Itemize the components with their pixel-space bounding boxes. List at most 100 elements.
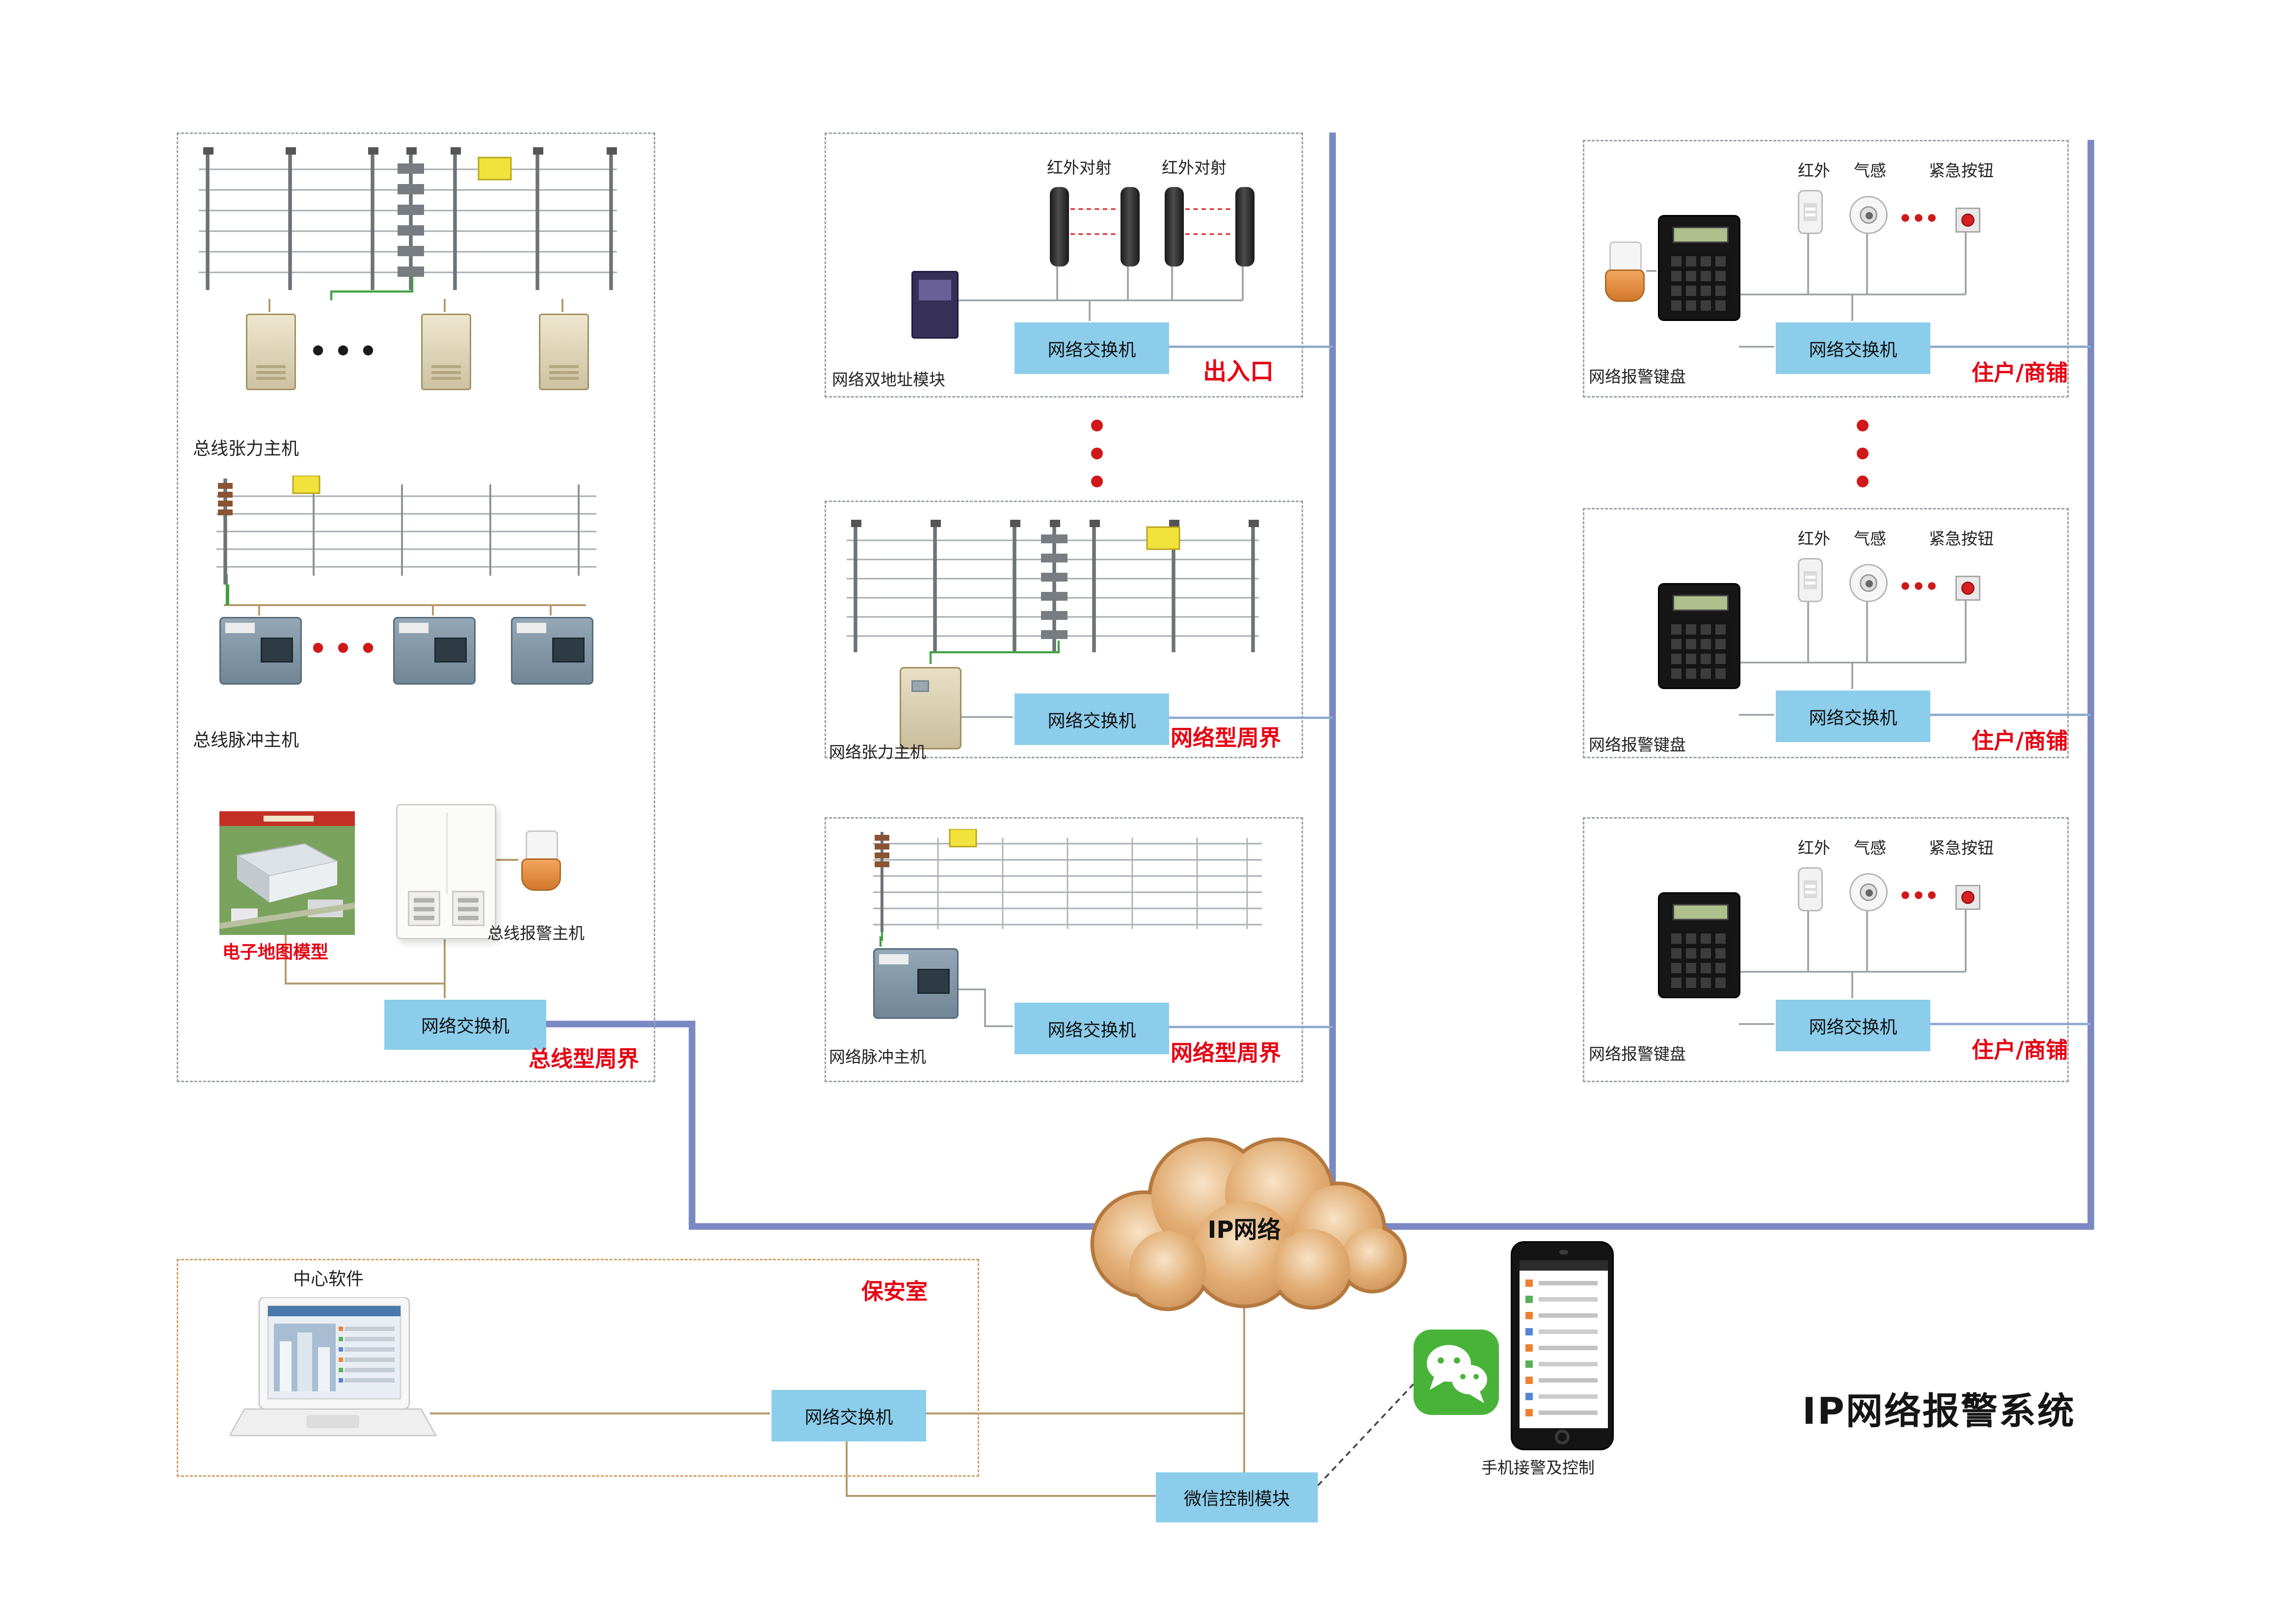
- net-tension-host-label: 网络张力主机: [829, 743, 926, 762]
- pir-sensor-icon: [1798, 867, 1823, 911]
- zone-label: 网络型周界: [1171, 1040, 1281, 1066]
- pir-sensor-icon: [1798, 558, 1823, 602]
- network-switch-label: 网络交换机: [804, 1407, 893, 1428]
- gas-label: 气感: [1854, 529, 1886, 548]
- warning-sign-icon: [949, 829, 977, 848]
- net-pulse-host-label: 网络脉冲主机: [829, 1047, 926, 1066]
- network-switch: 网络交换机: [1015, 322, 1169, 374]
- ir-beam-tower: [1050, 187, 1069, 266]
- network-switch: 网络交换机: [1776, 322, 1930, 374]
- pulse-host: [873, 948, 959, 1019]
- phone-caption: 手机接警及控制: [1481, 1458, 1595, 1477]
- warning-sign-icon: [1146, 526, 1180, 550]
- tension-controller: [246, 314, 296, 390]
- resident-zone-box: 红外 气感 紧急按钮 网络交换机 网络报警键盘 住户/商铺: [1583, 508, 2069, 758]
- keypad-label: 网络报警键盘: [1589, 1044, 1686, 1064]
- alarm-host-panel: [396, 804, 496, 939]
- tension-host: [900, 667, 961, 749]
- warning-sign-icon: [478, 157, 512, 181]
- ir-beam-tower: [1235, 187, 1255, 266]
- network-switch: 网络交换机: [772, 1390, 926, 1441]
- gas-detector-icon: [1849, 873, 1888, 911]
- ir-label: 红外: [1798, 529, 1830, 548]
- pir-sensor-icon: [1798, 190, 1823, 234]
- alarm-keypad: [1658, 583, 1740, 689]
- network-switch-label: 网络交换机: [1809, 340, 1897, 360]
- gas-detector-icon: [1849, 196, 1888, 234]
- resident-zone-box: 红外 气感 紧急按钮 网络交换机 网络报警键盘 住户/商铺: [1583, 817, 2069, 1082]
- ir-label: 红外: [1798, 838, 1830, 857]
- ir-beam-tower: [1165, 187, 1184, 266]
- bus-alarm-host-label: 总线报警主机: [487, 924, 585, 943]
- electric-fence-graphic: [847, 520, 1259, 664]
- pulse-host: [393, 617, 476, 685]
- bus-tension-host-label: 总线张力主机: [193, 439, 299, 459]
- dual-address-module: [911, 271, 959, 339]
- network-switch: 网络交换机: [1776, 1000, 1930, 1051]
- alarm-keypad: [1658, 215, 1740, 321]
- keypad-label: 网络报警键盘: [1589, 735, 1686, 754]
- bus-pulse-host-label: 总线脉冲主机: [193, 730, 299, 750]
- pulse-host: [511, 617, 593, 685]
- smartphone-screen: [1520, 1260, 1608, 1428]
- alarm-keypad: [1658, 892, 1740, 998]
- laptop: [230, 1297, 437, 1437]
- gas-label: 气感: [1854, 161, 1886, 180]
- wechat-icon: [1414, 1330, 1499, 1415]
- zone-label: 住户/商铺: [1972, 1037, 2068, 1063]
- network-switch-label: 网络交换机: [1809, 708, 1897, 728]
- network-switch: 网络交换机: [1015, 693, 1169, 745]
- ir-beam-label: 红外对射: [1162, 158, 1227, 177]
- map-model-label: 电子地图模型: [222, 942, 329, 962]
- ip-cloud: [1090, 1137, 1407, 1311]
- tension-controller: [539, 314, 589, 390]
- pulse-host: [219, 617, 302, 685]
- panic-label: 紧急按钮: [1929, 529, 1994, 548]
- zone-label: 住户/商铺: [1972, 360, 2068, 386]
- warning-sign-icon: [292, 476, 320, 494]
- entrance-zone-box: 红外对射 红外对射 网络交换机 网络双地址模块 出入口: [825, 133, 1303, 398]
- network-switch: 网络交换机: [384, 1000, 546, 1050]
- net-tension-zone-box: 网络张力主机 网络交换机 网络型周界: [825, 501, 1303, 762]
- dual-address-module-label: 网络双地址模块: [832, 370, 945, 389]
- ir-beam-tower: [1121, 187, 1140, 266]
- network-switch-label: 网络交换机: [1047, 711, 1136, 731]
- electric-fence-graphic: [199, 147, 617, 300]
- network-switch-label: 网络交换机: [1047, 1020, 1136, 1040]
- diagram-title: IP网络报警系统: [1802, 1389, 2076, 1433]
- ip-cloud-label: IP网络: [1207, 1216, 1281, 1244]
- tension-controller: [421, 314, 471, 390]
- network-switch: 网络交换机: [1776, 691, 1930, 742]
- gas-detector-icon: [1849, 564, 1888, 602]
- smartphone: [1511, 1241, 1614, 1450]
- siren-icon: [1603, 241, 1648, 303]
- panel-keypad: [452, 891, 484, 926]
- panic-button-icon: [1955, 885, 1980, 910]
- zone-label: 总线型周界: [529, 1046, 640, 1072]
- panic-label: 紧急按钮: [1929, 838, 1994, 857]
- panic-button-icon: [1955, 208, 1980, 233]
- siren-icon: [520, 830, 564, 892]
- panic-label: 紧急按钮: [1929, 161, 1994, 180]
- security-room-box: 中心软件 保安室 网络交换机: [177, 1259, 979, 1477]
- zone-label: 保安室: [861, 1278, 928, 1305]
- keypad-label: 网络报警键盘: [1589, 367, 1686, 386]
- panel-keypad: [408, 891, 440, 926]
- home-button-icon: [1555, 1430, 1570, 1444]
- resident-zone-box: 红外 气感 紧急按钮 网络交换机 网络报警键盘 住户/商铺: [1583, 140, 2069, 398]
- network-switch-label: 网络交换机: [1809, 1017, 1897, 1038]
- panic-button-icon: [1955, 576, 1980, 601]
- electric-fence-graphic: [216, 476, 596, 605]
- electric-fence-graphic: [873, 829, 1262, 941]
- center-software-label: 中心软件: [293, 1269, 364, 1289]
- network-switch-label: 网络交换机: [1047, 340, 1136, 360]
- wechat-module-label: 微信控制模块: [1183, 1489, 1290, 1509]
- zone-label: 住户/商铺: [1972, 728, 2068, 754]
- network-switch-label: 网络交换机: [421, 1016, 509, 1037]
- wechat-module: 微信控制模块: [1156, 1472, 1318, 1522]
- ir-label: 红外: [1798, 161, 1830, 180]
- bus-perimeter-zone-box: 总线张力主机 总线脉冲主机 电子地图模型: [177, 133, 655, 1082]
- gas-label: 气感: [1854, 838, 1886, 857]
- net-pulse-zone-box: 网络脉冲主机 网络交换机 网络型周界: [825, 817, 1303, 1082]
